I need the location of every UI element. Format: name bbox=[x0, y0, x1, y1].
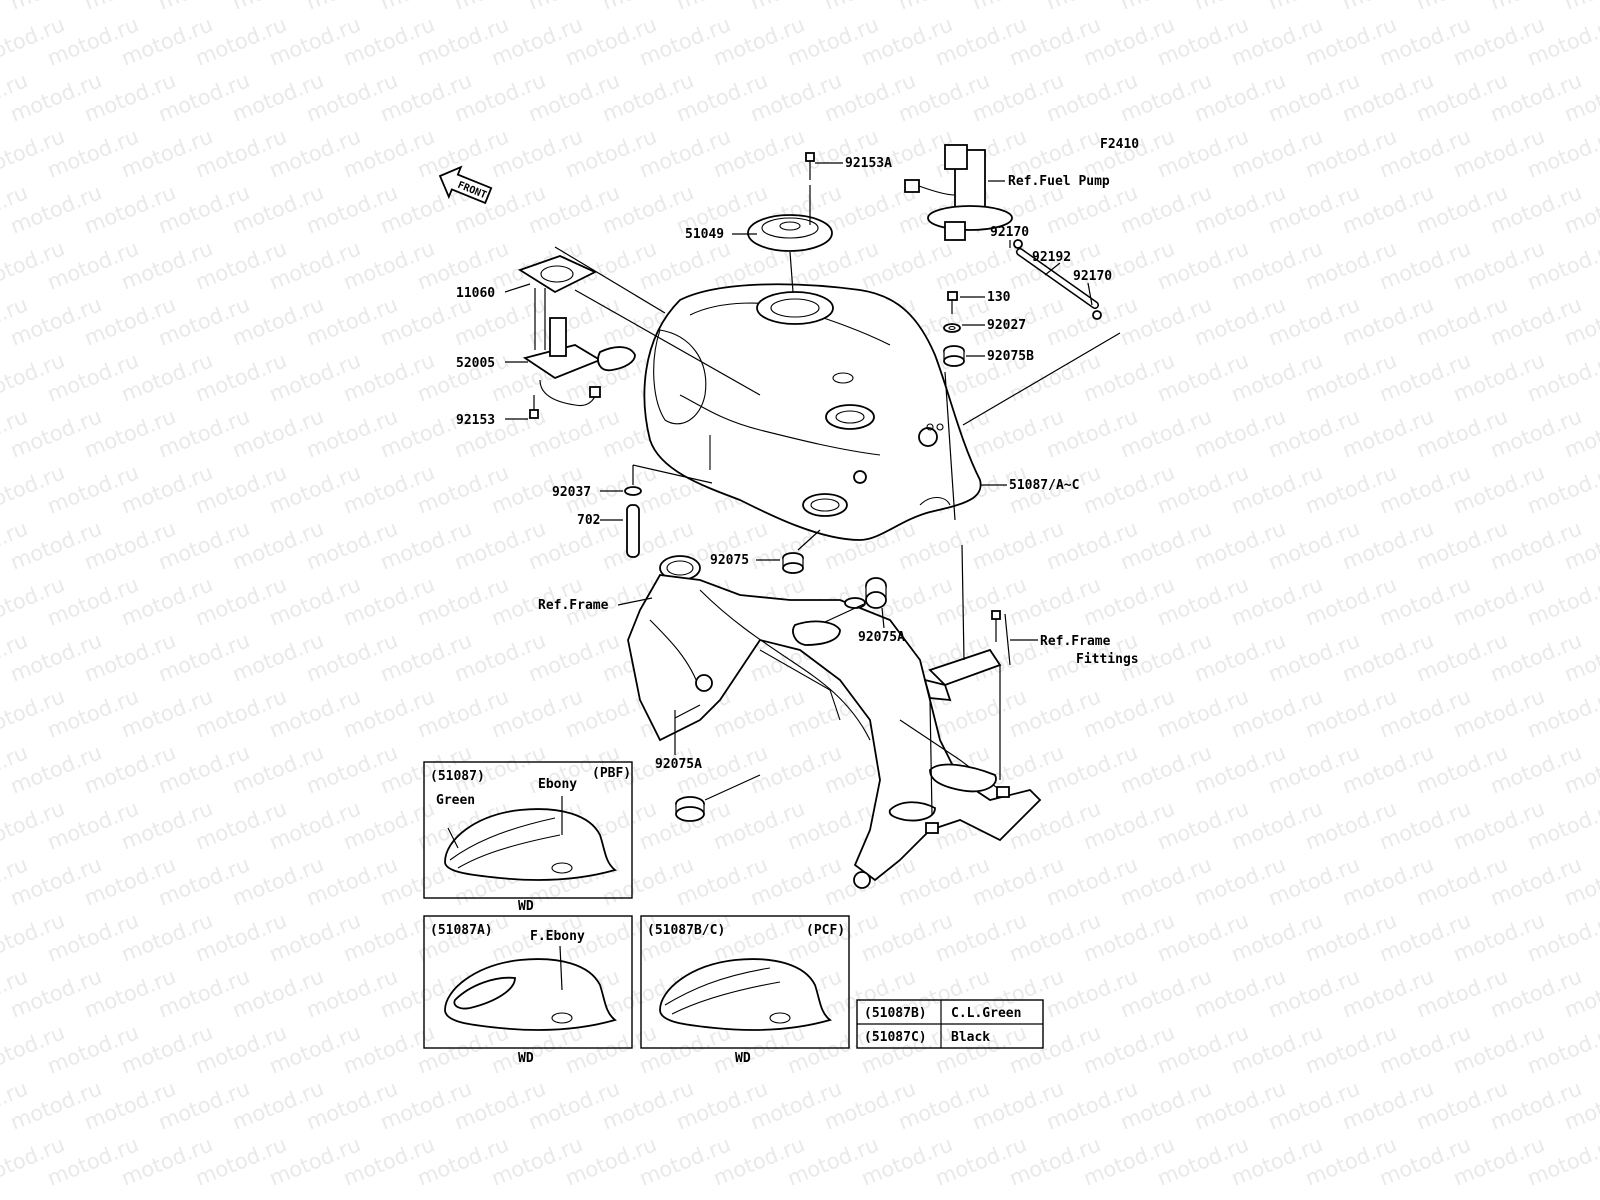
diagram-id: F2410 bbox=[1100, 137, 1139, 152]
fuel-level-sensor-52005 bbox=[522, 317, 636, 407]
clip-92037 bbox=[624, 486, 642, 496]
inset-51087a: (51087A) F.Ebony WD bbox=[423, 915, 633, 1066]
color-table-row1-color: C.L.Green bbox=[951, 1006, 1021, 1021]
bolt-92153a bbox=[805, 152, 815, 180]
inset2-color: F.Ebony bbox=[530, 929, 585, 944]
inset1-color-ebony: Ebony bbox=[538, 777, 577, 792]
color-table-row2-code: (51087C) bbox=[864, 1030, 927, 1045]
label-51049: 51049 bbox=[685, 227, 724, 242]
inset3-footer: WD bbox=[735, 1051, 751, 1066]
gasket-11060 bbox=[517, 255, 598, 294]
label-702: 702 bbox=[577, 513, 600, 528]
label-92075a-upper: 92075A bbox=[858, 630, 905, 645]
inset3-code: (51087B/C) bbox=[647, 923, 725, 938]
label-ref-frame: Ref.Frame bbox=[538, 598, 609, 613]
damper-92075a-upper bbox=[865, 577, 887, 609]
label-92153: 92153 bbox=[456, 413, 495, 428]
label-92075: 92075 bbox=[710, 553, 749, 568]
label-92075a-lower: 92075A bbox=[655, 757, 702, 772]
inset1-color-green: Green bbox=[436, 793, 475, 808]
fuel-tank-drawing bbox=[643, 283, 982, 541]
inset2-code: (51087A) bbox=[430, 923, 493, 938]
color-table-row1-code: (51087B) bbox=[864, 1006, 927, 1021]
label-11060: 11060 bbox=[456, 286, 495, 301]
inset-51087b-c: (51087B/C) (PCF) WD bbox=[640, 915, 850, 1066]
bolt-92153 bbox=[529, 395, 539, 419]
label-92037: 92037 bbox=[552, 485, 591, 500]
fuel-cap-51049 bbox=[747, 214, 833, 252]
inset-51087: (51087) (PBF) Green Ebony WD bbox=[423, 761, 633, 914]
bolt-130 bbox=[947, 291, 958, 314]
color-table-row2-color: Black bbox=[951, 1030, 990, 1045]
inset1-footer: WD bbox=[518, 899, 534, 914]
leader-lines bbox=[504, 162, 1121, 816]
label-92170-a: 92170 bbox=[990, 225, 1029, 240]
label-92075b: 92075B bbox=[987, 349, 1034, 364]
pipe-702 bbox=[626, 504, 640, 558]
color-table: (51087B) C.L.Green (51087C) Black bbox=[856, 999, 1044, 1049]
label-92170-b: 92170 bbox=[1073, 269, 1112, 284]
damper-92075a-lower bbox=[675, 796, 705, 822]
label-ref-fuel-pump: Ref.Fuel Pump bbox=[1008, 174, 1110, 189]
inset1-tank-icon bbox=[444, 796, 617, 881]
label-92192: 92192 bbox=[1032, 250, 1071, 265]
label-52005: 52005 bbox=[456, 356, 495, 371]
washer-92027 bbox=[943, 323, 961, 333]
fuel-hose-92192 bbox=[1013, 239, 1102, 320]
label-ref-frame-fittings-line1: Ref.Frame bbox=[1040, 634, 1111, 649]
label-ref-frame-fittings-line2: Fittings bbox=[1076, 652, 1139, 667]
label-92027: 92027 bbox=[987, 318, 1026, 333]
inset1-variant: (PBF) bbox=[592, 766, 631, 781]
fuel-pump-drawing bbox=[904, 144, 1013, 241]
label-92153a: 92153A bbox=[845, 156, 892, 171]
inset3-tank-icon bbox=[659, 958, 832, 1031]
inset1-code: (51087) bbox=[430, 769, 485, 784]
label-130: 130 bbox=[987, 290, 1011, 305]
watermark-text: motod.ru bbox=[1561, 0, 1600, 15]
damper-92075b bbox=[943, 345, 965, 367]
inset3-variant: (PCF) bbox=[806, 923, 845, 938]
inset2-tank-icon bbox=[444, 945, 617, 1031]
damper-92075 bbox=[782, 552, 804, 574]
label-51087-a-c: 51087/A~C bbox=[1009, 478, 1079, 493]
inset2-footer: WD bbox=[518, 1051, 534, 1066]
